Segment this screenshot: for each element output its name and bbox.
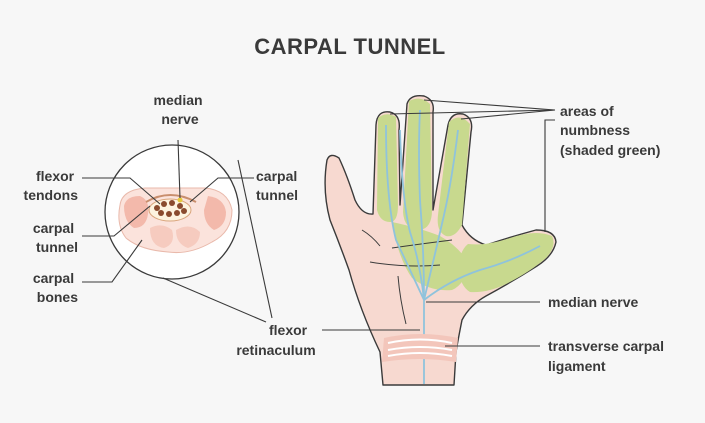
label-flexor-retinaculum: flexor retinaculum xyxy=(236,322,315,358)
label-carpal-tunnel-left: carpal tunnel xyxy=(33,220,78,255)
transverse-carpal-ligament-shape xyxy=(382,334,458,362)
label-flexor-tendons: flexor tendons xyxy=(24,168,79,203)
hand-leader-lines xyxy=(322,99,556,347)
label-carpal-bones-line2: bones xyxy=(37,289,78,305)
label-flexor-tendons-line2: tendons xyxy=(24,187,79,203)
label-median-nerve-line1: median xyxy=(154,92,203,108)
label-areas-of-numbness-line3: (shaded green) xyxy=(560,142,660,158)
label-carpal-bones-line1: carpal xyxy=(33,270,74,286)
label-transverse-carpal-ligament-line2: ligament xyxy=(548,358,606,374)
label-areas-of-numbness: areas of numbness (shaded green) xyxy=(560,103,660,158)
label-carpal-tunnel-right-line1: carpal xyxy=(256,168,297,184)
label-carpal-tunnel-left-line1: carpal xyxy=(33,220,74,236)
label-flexor-tendons-line1: flexor xyxy=(36,168,75,184)
label-areas-of-numbness-line2: numbness xyxy=(560,122,630,138)
label-median-nerve-inset: median nerve xyxy=(154,92,207,127)
page-title: CARPAL TUNNEL xyxy=(254,34,445,59)
label-flexor-retinaculum-line1: flexor xyxy=(269,322,308,338)
label-carpal-tunnel-left-line2: tunnel xyxy=(36,239,78,255)
label-carpal-bones: carpal bones xyxy=(33,270,78,305)
label-transverse-carpal-ligament-line1: transverse carpal xyxy=(548,338,664,354)
palm-creases xyxy=(361,229,453,325)
cross-section-inset xyxy=(104,144,240,280)
label-carpal-tunnel-right: carpal tunnel xyxy=(256,168,301,203)
tunnel-contents xyxy=(148,197,192,222)
label-median-nerve-line2: nerve xyxy=(161,111,199,127)
label-areas-of-numbness-line1: areas of xyxy=(560,103,614,119)
hand-illustration xyxy=(324,94,557,386)
median-nerve-branches xyxy=(385,109,541,384)
numbness-areas xyxy=(377,98,554,293)
label-carpal-tunnel-right-line2: tunnel xyxy=(256,187,298,203)
inset-leader-lines xyxy=(82,139,273,323)
label-transverse-carpal-ligament: transverse carpal ligament xyxy=(548,338,668,374)
label-flexor-retinaculum-line2: retinaculum xyxy=(236,342,315,358)
label-median-nerve-hand: median nerve xyxy=(548,294,638,310)
